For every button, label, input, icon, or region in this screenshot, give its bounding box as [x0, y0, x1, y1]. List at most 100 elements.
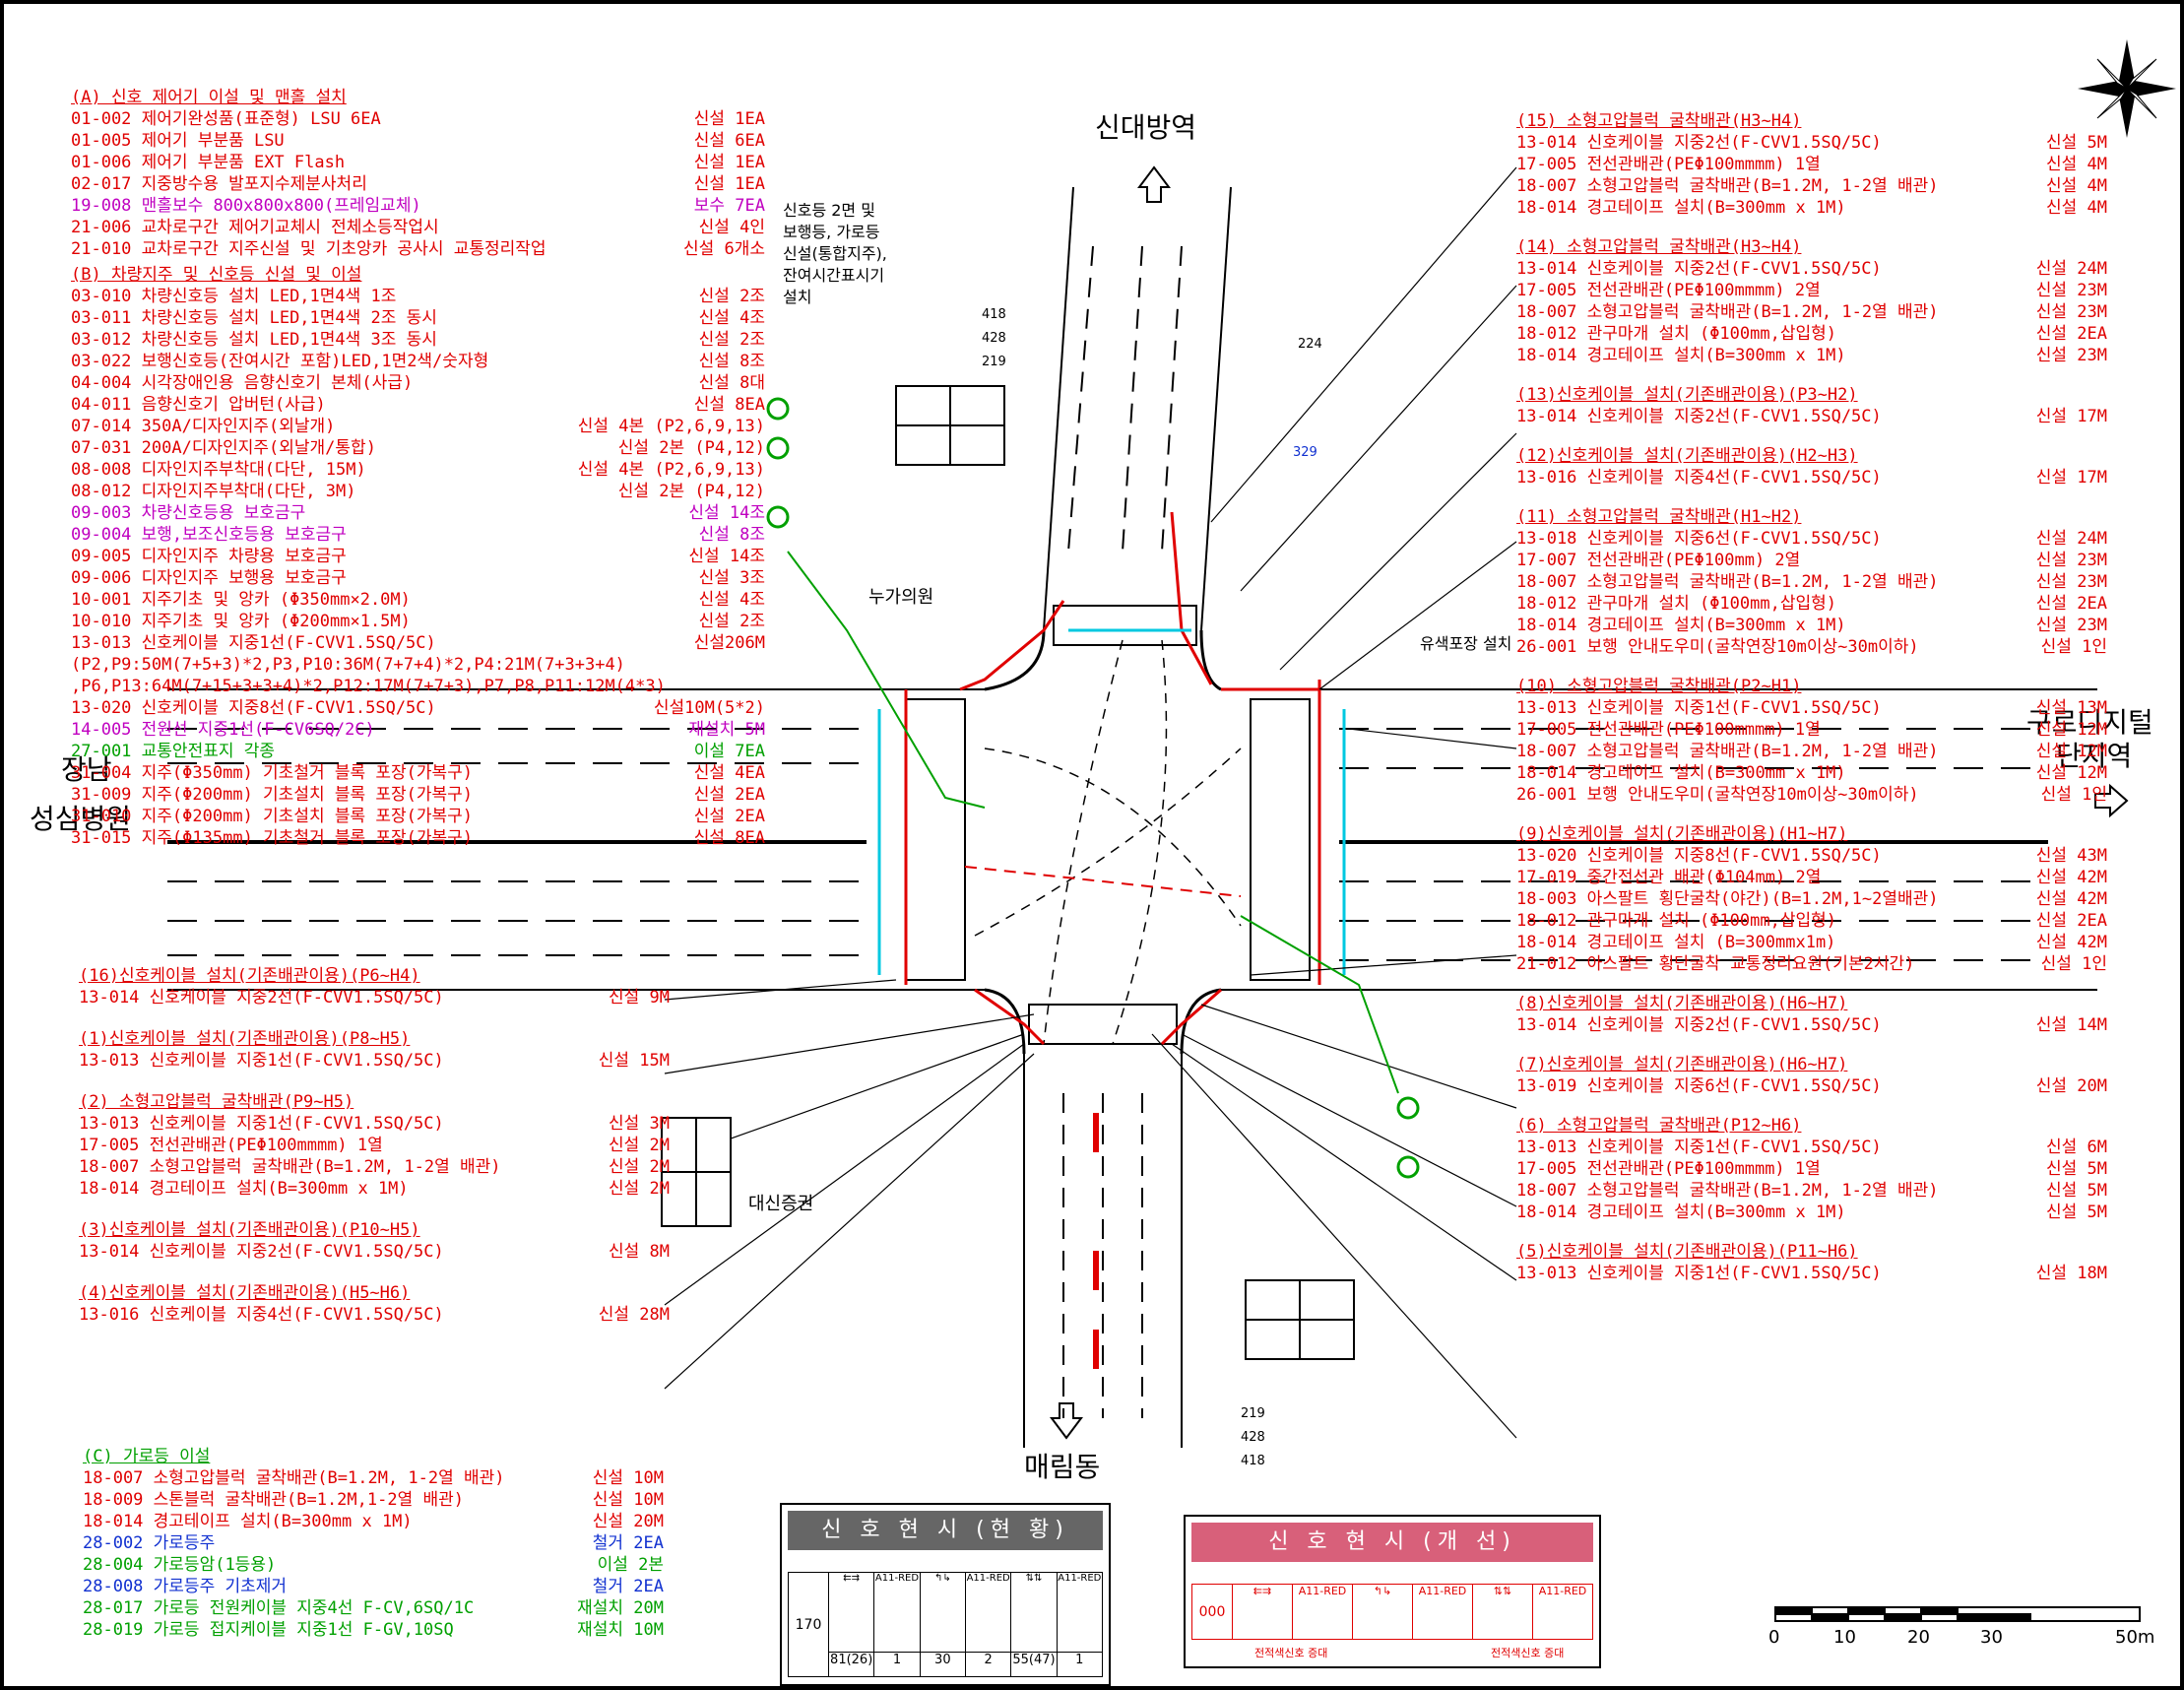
spec-item: 13-013 신호케이블 지중1선(F-CVV1.5SQ/5C): [1516, 698, 1882, 718]
spec-quantity: 신설 23M: [2035, 281, 2107, 300]
spec-item: 18-007 소형고압블럭 굴착배관(B=1.2M, 1-2열 배관): [79, 1157, 501, 1177]
spec-item: 18-007 소형고압블럭 굴착배관(B=1.2M, 1-2열 배관): [1516, 742, 1939, 761]
spec-block: (16)신호케이블 설치(기존배관이용)(P6~H4)13-014 신호케이블 …: [79, 965, 670, 1008]
spec-row: 13-013 신호케이블 지중1선(F-CVV1.5SQ/5C) 신설 13M: [1516, 697, 2107, 719]
spec-row: 08-008 디자인지주부착대(다단, 15M)신설 4본 (P2,6,9,13…: [71, 459, 765, 481]
spec-block-title: (B) 차량지주 및 신호등 신설 및 이설: [71, 265, 362, 285]
spec-quantity: 신설 5M: [2046, 133, 2107, 153]
phase-time: 1: [1075, 1653, 1084, 1667]
spec-block-title: (4)신호케이블 설치(기존배관이용)(H5~H6): [79, 1283, 411, 1303]
legend-improved-cycle: 000: [1192, 1585, 1233, 1639]
spec-row: 04-004 시각장애인용 음향신호기 본체(사급)신설 8대: [71, 372, 765, 394]
left-lower-blocks: (16)신호케이블 설치(기존배관이용)(P6~H4)13-014 신호케이블 …: [79, 965, 670, 1345]
spec-item: 18-014 경고테이프 설치(B=300mm x 1M): [1516, 198, 1846, 218]
spec-quantity: 신설 1인: [2040, 637, 2107, 657]
spec-item: 18-014 경고테이프 설치(B=300mm x 1M): [1516, 616, 1846, 635]
spec-item: 13-016 신호케이블 지중4선(F-CVV1.5SQ/5C): [79, 1305, 444, 1325]
legend-note: 전적색신호 증대: [1254, 1647, 1328, 1659]
spec-quantity: 신설 8EA: [693, 395, 765, 415]
south-direction-arrow: [1050, 1402, 1083, 1440]
crosswalk-stripes: [877, 628, 1346, 975]
spec-quantity: 신설 42M: [2035, 933, 2107, 952]
spec-row: 13-020 신호케이블 지중8선(F-CVV1.5SQ/5C)신설 43M: [1516, 845, 2107, 867]
spec-quantity: 신설 12M: [2035, 742, 2107, 761]
spec-row: 10-001 지주기초 및 앙카 (Φ350mm×2.0M)신설 4조: [71, 589, 765, 611]
spec-quantity: 신설 10M: [592, 1490, 664, 1510]
spec-row: 31-004 지주(Φ350mm) 기초철거 블록 포장(가복구)신설 4EA: [71, 762, 765, 784]
spec-row: 13-019 신호케이블 지중6선(F-CVV1.5SQ/5C)신설 20M: [1516, 1075, 2107, 1097]
spec-quantity: 신설 1EA: [693, 109, 765, 129]
north-direction-arrow: [1137, 165, 1171, 203]
spec-block-title: (14) 소형고압블럭 굴착배관(H3~H4): [1516, 237, 1802, 257]
spec-row: 13-014 신호케이블 지중2선(F-CVV1.5SQ/5C)신설 5M: [1516, 132, 2107, 154]
spec-row: 17-005 전선관배관(PEΦ100mmmm) 1열 신설 5M: [1516, 1158, 2107, 1180]
sign-number: 418: [1241, 1454, 1265, 1468]
spec-block-title: (12)신호케이블 설치(기존배관이용)(H2~H3): [1516, 446, 1858, 466]
spec-quantity: 신설 2조: [698, 612, 765, 631]
spec-item: 21-006 교차로구간 제어기교체시 전체소등작업시: [71, 218, 439, 237]
cable-routes: [904, 511, 1321, 1046]
spec-quantity: 신설 13M: [2035, 698, 2107, 718]
spec-item: 18-014 경고테이프 설치 (B=300mmx1m): [1516, 933, 1836, 952]
spec-item: 03-010 차량신호등 설치 LED,1면4색 1조: [71, 287, 397, 306]
spec-block: (10) 소형고압블럭 굴착배관(P2~H1)13-013 신호케이블 지중1선…: [1516, 676, 2107, 806]
spec-item: 01-002 제어기완성품(표준형) LSU 6EA: [71, 109, 381, 129]
spec-row: 18-014 경고테이프 설치(B=300mm x 1M) 신설 23M: [1516, 615, 2107, 636]
spec-item: 17-005 전선관배관(PEΦ100mmmm) 2열: [1516, 281, 1821, 300]
spec-quantity: 신설 8조: [698, 525, 765, 545]
spec-item: 18-012 관구마개 설치 (Φ100mm,삽입형): [1516, 324, 1836, 344]
spec-item: 21-012 아스팔트 횡단굴착 교통정리요원(기본2시간): [1516, 954, 1915, 974]
spec-quantity: 신설 10M: [592, 1468, 664, 1488]
spec-quantity: 신설 14M: [2035, 1015, 2107, 1035]
spec-item: 09-003 차량신호등용 보호금구: [71, 503, 306, 523]
spec-row: 17-005 전선관배관(PEΦ100mmmm) 2열 신설 23M: [1516, 280, 2107, 301]
corner-curbs: [984, 629, 1222, 1055]
spec-quantity: 신설 12M: [2035, 720, 2107, 740]
spec-item: 03-022 보행신호등(잔여시간 포함)LED,1면2색/숫자형: [71, 352, 489, 371]
spec-quantity: 신설 23M: [2035, 302, 2107, 322]
spec-quantity: 이설 7EA: [693, 742, 765, 761]
spec-row: 13-013 신호케이블 지중1선(F-CVV1.5SQ/5C)신설 6M: [1516, 1137, 2107, 1158]
spec-row: 28-004 가로등암(1등용)이설 2본: [83, 1554, 664, 1576]
spec-quantity: 신설 42M: [2035, 868, 2107, 887]
spec-row: 14-005 전원선 지중1선(F-CV6SQ/2C)재설치 5M: [71, 719, 765, 741]
spec-quantity: 신설 12M: [2035, 763, 2107, 783]
spec-block: (6) 소형고압블럭 굴착배관(P12~H6)13-013 신호케이블 지중1선…: [1516, 1115, 2107, 1223]
spec-quantity: 신설10M(5*2): [653, 698, 765, 718]
spec-row: 13-013 신호케이블 지중1선(F-CVV1.5SQ/5C)신설 3M: [79, 1113, 670, 1135]
spec-quantity: 신설 6M: [2046, 1138, 2107, 1157]
scale-bar: [1774, 1606, 2141, 1622]
spec-block: (14) 소형고압블럭 굴착배관(H3~H4)13-014 신호케이블 지중2선…: [1516, 236, 2107, 366]
phase-turn-icon: ↰↳: [921, 1573, 966, 1652]
spec-item: 13-014 신호케이블 지중2선(F-CVV1.5SQ/5C): [1516, 407, 1882, 426]
spec-quantity: [759, 654, 765, 676]
spec-block: (12)신호케이블 설치(기존배관이용)(H2~H3)13-016 신호케이블 …: [1516, 445, 2107, 488]
sign-number: 428: [1241, 1430, 1265, 1445]
scale-tick: 0: [1768, 1627, 1780, 1648]
spec-item: 17-007 전선관배관(PEΦ100mm) 2열: [1516, 551, 1801, 570]
phase-red-label: A11-RED: [874, 1573, 921, 1652]
spec-row: 13-014 신호케이블 지중2선(F-CVV1.5SQ/5C)신설 14M: [1516, 1014, 2107, 1036]
spec-row: 18-007 소형고압블럭 굴착배관(B=1.2M, 1-2열 배관) 신설 10…: [83, 1467, 664, 1489]
spec-block: (9)신호케이블 설치(기존배관이용)(H1~H7)13-020 신호케이블 지…: [1516, 823, 2107, 975]
spec-quantity: 철거 2EA: [592, 1533, 664, 1553]
spec-row: 18-007 소형고압블럭 굴착배관(B=1.2M, 1-2열 배관)신설 4M: [1516, 175, 2107, 197]
spec-quantity: 신설 5M: [2046, 1159, 2107, 1179]
spec-item: 18-007 소형고압블럭 굴착배관(B=1.2M, 1-2열 배관): [83, 1468, 505, 1488]
phase-turn-icon: ↰↳: [1353, 1585, 1413, 1639]
spec-quantity: 신설 4본 (P2,6,9,13): [577, 460, 765, 480]
place-east-1: 구로디지털: [2026, 706, 2153, 739]
spec-item: 17-005 전선관배관(PEΦ100mmmm) 1열: [1516, 1159, 1821, 1179]
spec-quantity: 신설 2M: [609, 1179, 670, 1199]
spec-quantity: 신설 23M: [2035, 616, 2107, 635]
spec-quantity: 철거 2EA: [592, 1577, 664, 1596]
phase-arrow-icon: ⇇⇉: [829, 1573, 875, 1652]
